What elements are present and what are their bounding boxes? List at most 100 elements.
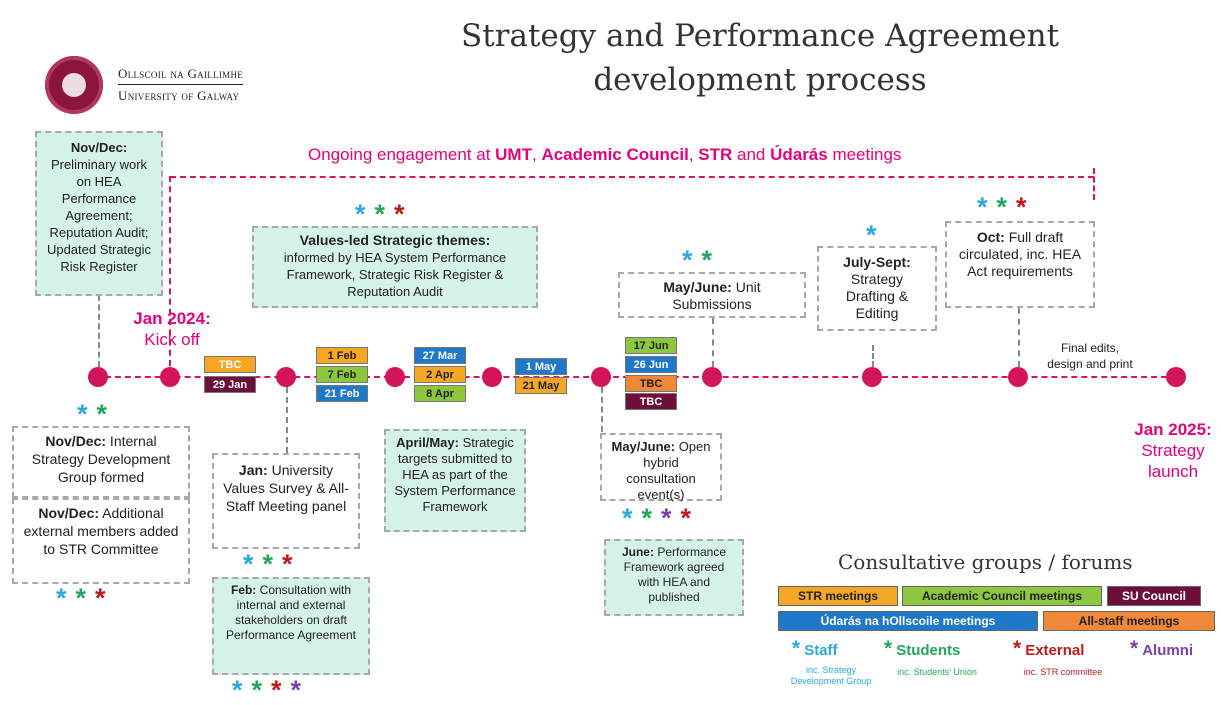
- box-jan-survey: Jan: University Values Survey & All-Staf…: [212, 453, 360, 549]
- kickoff-label: Jan 2024: Kick off: [120, 308, 224, 350]
- box-label: Values-led Strategic themes:: [299, 232, 491, 248]
- legend-title: Consultative groups / forums: [838, 550, 1133, 574]
- connector-jan-survey: [286, 387, 288, 453]
- box-text: Full draft circulated, inc. HEA Act requ…: [958, 229, 1082, 279]
- staff-star-icon: *: [232, 675, 252, 705]
- legend-alumni: *Alumni: [1130, 637, 1193, 661]
- box-label: Nov/Dec:: [70, 140, 128, 155]
- page-title: Strategy and Performance Agreement devel…: [380, 14, 1140, 102]
- launch-text-1: Strategy: [1141, 441, 1205, 460]
- box-aprilmay-targets: April/May: Strategic targets submitted t…: [384, 429, 526, 532]
- stars-mayjune-open: ****: [622, 504, 700, 532]
- timeline-node-july: [862, 367, 882, 387]
- box-label: Oct:: [976, 229, 1005, 245]
- box-label: Feb:: [230, 583, 257, 597]
- date-tag-29jan: 29 Jan: [204, 376, 256, 393]
- connector-oct: [1018, 308, 1020, 367]
- box-values-themes: Values-led Strategic themes: informed by …: [252, 226, 538, 308]
- box-text: Performance Framework agreed with HEA an…: [623, 545, 727, 604]
- legend-external: *External: [1013, 637, 1084, 661]
- university-seal-logo: [45, 56, 103, 114]
- alumni-star-icon: *: [290, 675, 311, 705]
- box-text: University Values Survey & All-Staff Mee…: [223, 462, 349, 514]
- title-line-1: Strategy and Performance Agreement: [460, 18, 1060, 54]
- legend-students-label: Students: [896, 642, 961, 659]
- stars-feb-consultation: ****: [232, 676, 310, 704]
- box-label: July-Sept:: [843, 254, 911, 270]
- launch-label: Jan 2025: Strategy launch: [1126, 419, 1220, 482]
- students-star-icon: *: [75, 583, 96, 613]
- date-tag-tbc-allstaff: TBC: [625, 375, 677, 392]
- timeline-node-may: [591, 367, 611, 387]
- final-edits-line-1: Final edits,: [1060, 341, 1120, 355]
- staff-star-icon: *: [56, 583, 76, 613]
- legend-udaras: Údarás na hOllscoile meetings: [778, 611, 1038, 631]
- connector-july: [872, 345, 874, 367]
- timeline-node-oct: [1008, 367, 1028, 387]
- final-edits-label: Final edits, design and print: [1030, 340, 1150, 372]
- box-june-performance: June: Performance Framework agreed with …: [604, 539, 744, 616]
- legend-su-council: SU Council: [1107, 586, 1201, 606]
- connector-prelim: [98, 295, 100, 367]
- students-star-icon: *: [251, 675, 272, 705]
- box-novdec-external: Nov/Dec: Additional external members add…: [12, 498, 190, 584]
- box-label: Nov/Dec:: [38, 505, 100, 521]
- legend-academic-council: Academic Council meetings: [902, 586, 1102, 606]
- final-edits-line-2: design and print: [1047, 357, 1133, 371]
- date-tag-1feb: 1 Feb: [316, 347, 368, 364]
- kickoff-text: Kick off: [144, 330, 200, 349]
- legend-external-sub: inc. STR committee: [1023, 667, 1103, 677]
- box-label: Jan:: [238, 462, 268, 478]
- box-label: May/June:: [611, 439, 676, 454]
- box-mayjune-open: May/June: Open hybrid consultation event…: [600, 433, 722, 502]
- launch-text-2: launch: [1147, 462, 1199, 481]
- external-star-icon: *: [282, 549, 302, 579]
- staff-star-icon: *: [355, 199, 375, 229]
- students-star-icon: *: [96, 399, 117, 429]
- stars-july-sept: *: [866, 221, 886, 249]
- legend-staff-sub-2: Development Group: [790, 676, 872, 686]
- title-line-2: development process: [593, 62, 927, 98]
- students-star-icon: *: [884, 637, 893, 660]
- timeline-node-novdec: [88, 367, 108, 387]
- timeline-node-jan: [276, 367, 296, 387]
- box-text: Consultation with internal and external …: [225, 583, 357, 642]
- logo-irish-name: Ollscoil na Gaillimhe: [118, 66, 244, 85]
- students-star-icon: *: [701, 245, 722, 275]
- box-text: informed by HEA System Performance Frame…: [283, 250, 507, 299]
- box-novdec-preliminary: Nov/Dec: Preliminary work on HEA Performa…: [35, 131, 163, 296]
- box-label: Nov/Dec:: [45, 433, 107, 449]
- logo-english-name: University of Galway: [118, 88, 240, 103]
- stars-jan-survey: ***: [243, 550, 302, 578]
- external-star-icon: *: [680, 503, 701, 533]
- legend-staff-label: Staff: [804, 642, 838, 659]
- date-tag-2apr: 2 Apr: [414, 366, 466, 383]
- box-novdec-internal: Nov/Dec: Internal Strategy Development G…: [12, 426, 190, 498]
- box-text: Preliminary work on HEA Performance Agre…: [46, 157, 152, 274]
- box-text: Unit Submissions: [672, 279, 761, 312]
- box-text: Internal Strategy Development Group form…: [31, 433, 171, 485]
- legend-staff: *Staff: [792, 637, 838, 661]
- launch-date: Jan 2025:: [1134, 420, 1212, 439]
- engagement-connector-top: [170, 176, 1094, 178]
- external-star-icon: *: [271, 675, 291, 705]
- engagement-connector-right: [1093, 168, 1095, 200]
- students-star-icon: *: [262, 549, 283, 579]
- external-star-icon: *: [394, 199, 414, 229]
- staff-star-icon: *: [77, 399, 97, 429]
- students-star-icon: *: [374, 199, 395, 229]
- external-star-icon: *: [1016, 192, 1036, 222]
- date-tag-tbc-str: TBC: [204, 356, 256, 373]
- connector-unit: [712, 318, 714, 367]
- date-tag-7feb: 7 Feb: [316, 366, 368, 383]
- legend-students: *Students: [884, 637, 960, 661]
- alumni-star-icon: *: [661, 503, 681, 533]
- external-star-icon: *: [1013, 637, 1022, 660]
- legend-staff-sub-1: inc. Strategy: [805, 665, 857, 675]
- staff-star-icon: *: [682, 245, 702, 275]
- timeline-node-launch: [1166, 367, 1186, 387]
- box-text: Open hybrid consultation event(s): [626, 439, 711, 502]
- connector-open: [601, 387, 603, 432]
- box-label: April/May:: [396, 435, 459, 450]
